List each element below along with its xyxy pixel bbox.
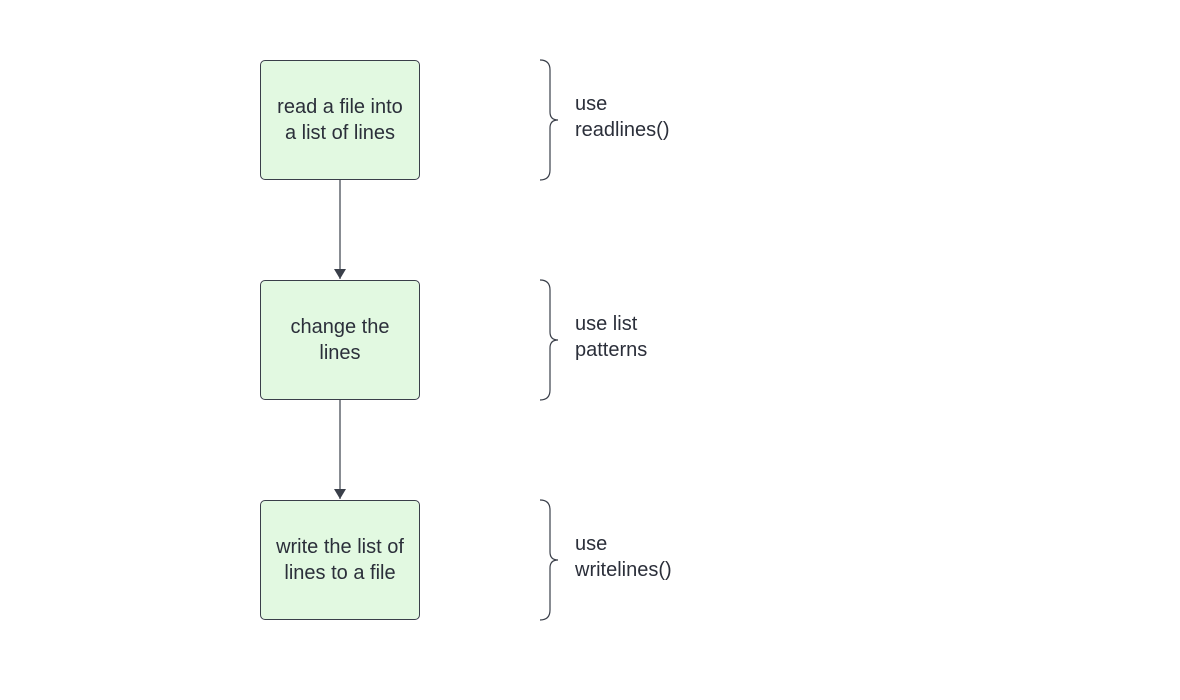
brace-3 <box>539 499 559 621</box>
note-list-patterns: use list patterns <box>575 313 648 361</box>
step-write-file-label: write the list of lines to a file <box>276 536 404 584</box>
step-read-file-label: read a file into a list of lines <box>277 96 403 144</box>
brace-2 <box>539 279 559 401</box>
step-write-file-box: write the list of lines to a file <box>260 500 420 620</box>
note-writelines: use writelines() <box>575 533 672 581</box>
step-change-lines-label: change the lines <box>290 316 390 364</box>
step-read-file-box: read a file into a list of lines <box>260 60 420 180</box>
brace-1 <box>539 59 559 181</box>
note-readlines: use readlines() <box>575 93 670 141</box>
step-change-lines-box: change the lines <box>260 280 420 400</box>
